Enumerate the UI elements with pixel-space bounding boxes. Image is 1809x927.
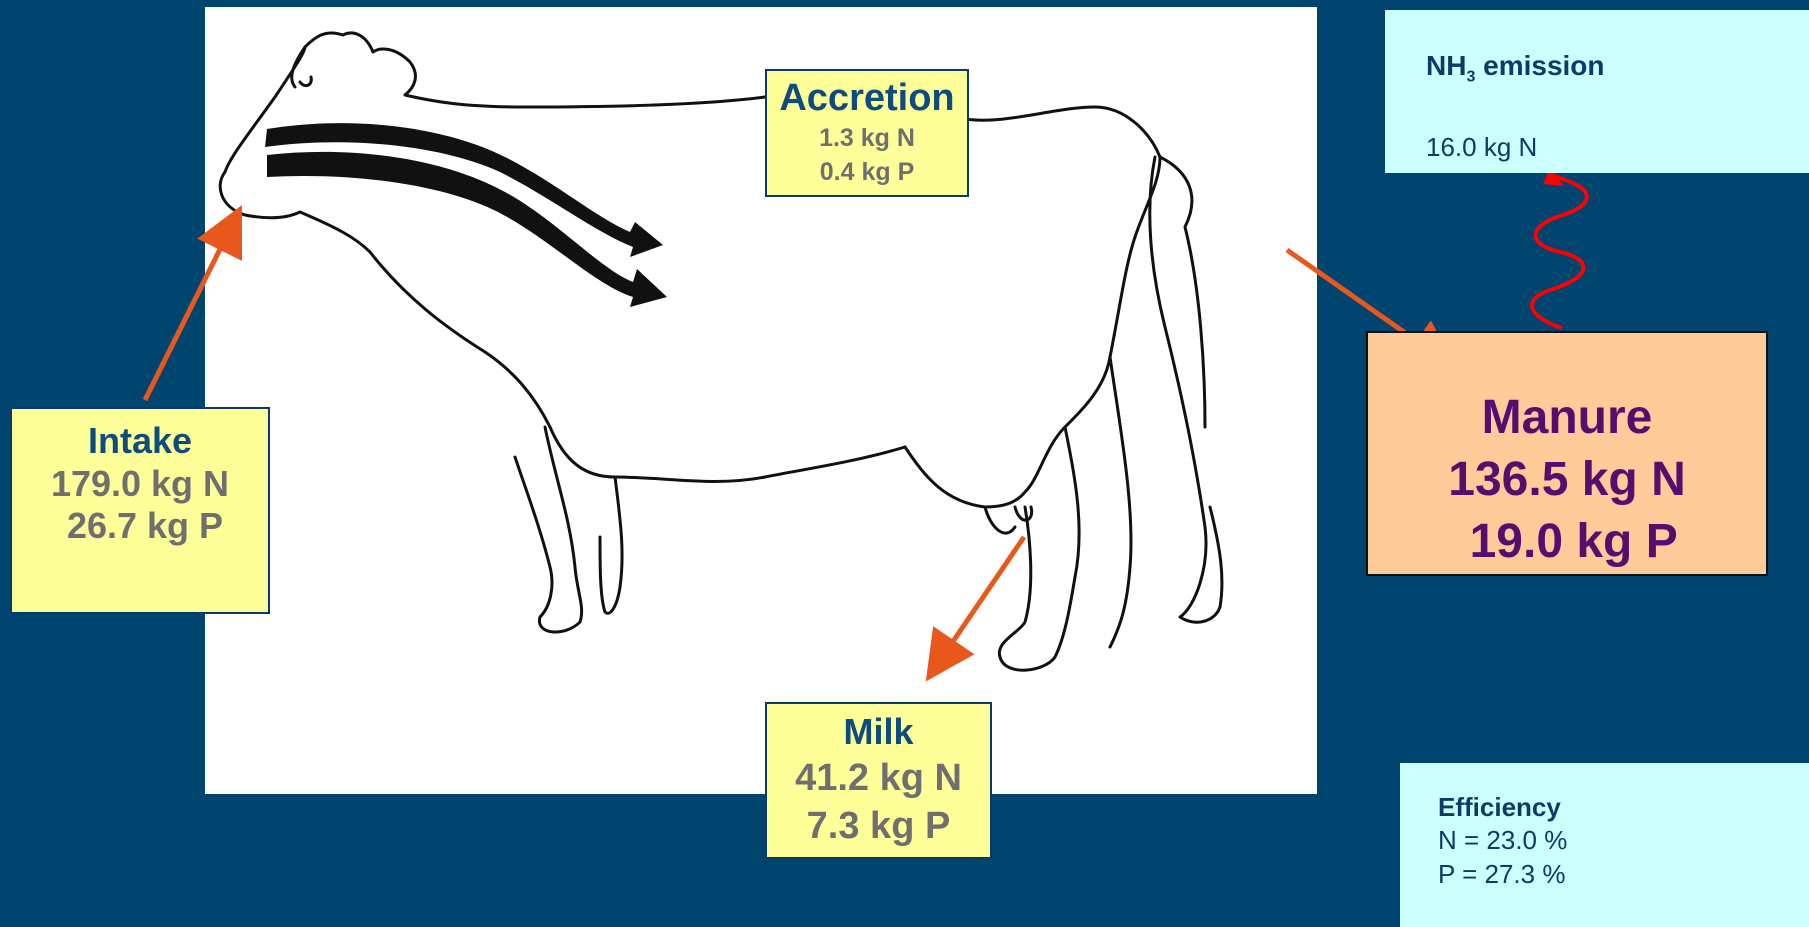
cow-hind-leg-2-outline xyxy=(1110,357,1131,647)
internal-flow-arrows xyxy=(265,123,667,307)
cow-rear-body-outline xyxy=(1025,157,1160,492)
intake-title: Intake xyxy=(12,419,268,463)
manure-box: Manure 136.5 kg N 19.0 kg P xyxy=(1366,331,1768,576)
cow-back-outline xyxy=(1160,157,1205,427)
manure-p-value: 19.0 kg P xyxy=(1368,511,1766,573)
nh3-title-suffix: emission xyxy=(1475,50,1604,81)
accretion-p-value: 0.4 kg P xyxy=(767,155,967,189)
accretion-n-value: 1.3 kg N xyxy=(767,121,967,155)
cow-udder-outline xyxy=(905,447,1032,533)
milk-n-value: 41.2 kg N xyxy=(767,754,990,802)
cow-neck-outline xyxy=(370,252,615,477)
intake-n-value: 179.0 kg N xyxy=(12,463,268,505)
milk-box: Milk 41.2 kg N 7.3 kg P xyxy=(765,702,992,859)
milk-title: Milk xyxy=(767,710,990,754)
nh3-title-prefix: NH xyxy=(1426,50,1466,81)
efficiency-box: Efficiency N = 23.0 % P = 27.3 % xyxy=(1400,763,1809,927)
cow-illustration-panel xyxy=(205,7,1317,794)
intake-p-value: 26.7 kg P xyxy=(12,505,268,547)
cow-illustration xyxy=(205,7,1317,794)
efficiency-p-line: P = 27.3 % xyxy=(1438,857,1809,891)
cow-front-leg-outline xyxy=(515,427,582,632)
accretion-box: Accretion 1.3 kg N 0.4 kg P xyxy=(765,69,969,197)
nh3-emission-value: 16.0 kg N xyxy=(1426,122,1809,172)
cow-muzzle-outline xyxy=(220,172,370,252)
emission-wave-icon xyxy=(1532,176,1587,328)
accretion-title: Accretion xyxy=(767,75,967,121)
milk-p-value: 7.3 kg P xyxy=(767,802,990,850)
intake-box: Intake 179.0 kg N 26.7 kg P xyxy=(10,407,270,614)
efficiency-title: Efficiency xyxy=(1438,791,1809,823)
nh3-emission-box: NH3 emission 16.0 kg N xyxy=(1385,10,1809,173)
cow-hind-leg-outline xyxy=(999,427,1079,670)
manure-title: Manure xyxy=(1368,387,1766,449)
cow-head-outline xyxy=(225,33,1160,172)
nh3-emission-title: NH3 emission xyxy=(1426,40,1809,104)
efficiency-n-line: N = 23.0 % xyxy=(1438,823,1809,857)
cow-belly-outline xyxy=(615,447,905,481)
cow-front-leg-2-outline xyxy=(600,477,622,613)
cow-ear-outline xyxy=(292,47,312,87)
manure-n-value: 136.5 kg N xyxy=(1368,449,1766,511)
